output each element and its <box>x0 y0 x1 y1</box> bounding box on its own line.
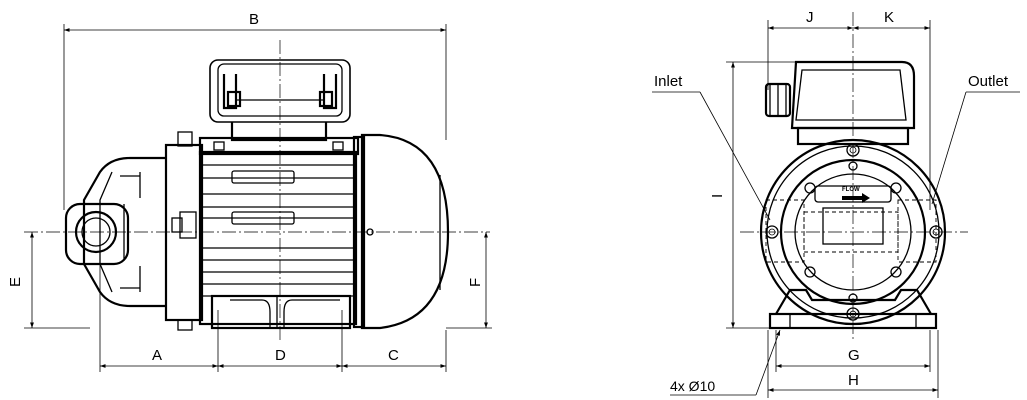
inlet-port <box>64 202 130 266</box>
flow-arrow-icon <box>842 193 870 203</box>
outlet-label: Outlet <box>968 73 1009 90</box>
dim-label-c: C <box>388 347 399 364</box>
dim-label-f: F <box>467 278 484 287</box>
dim-label-e: E <box>7 277 24 287</box>
dim-label-a: A <box>152 347 162 364</box>
holes-label: 4x Ø10 <box>670 378 715 394</box>
dim-label-i: I <box>709 194 726 198</box>
cooling-fins <box>200 164 356 297</box>
dim-label-d: D <box>275 347 286 364</box>
dim-label-g: G <box>848 347 860 364</box>
flow-label: FLOW <box>842 187 860 193</box>
dim-label-b: B <box>249 11 259 28</box>
dim-label-j: J <box>806 9 814 26</box>
dim-label-k: K <box>884 9 894 26</box>
inlet-label: Inlet <box>654 73 683 90</box>
motor-foot <box>210 294 352 330</box>
front-terminal-box <box>764 60 916 146</box>
motor-end-cap <box>360 133 450 330</box>
motor-body <box>198 150 358 326</box>
side-view: B E F A D C <box>7 11 492 372</box>
pump-casing <box>82 131 204 331</box>
front-view: FLOW J K I G H 4x Ø10 Inlet <box>652 9 1020 398</box>
dim-label-h: H <box>848 372 859 389</box>
